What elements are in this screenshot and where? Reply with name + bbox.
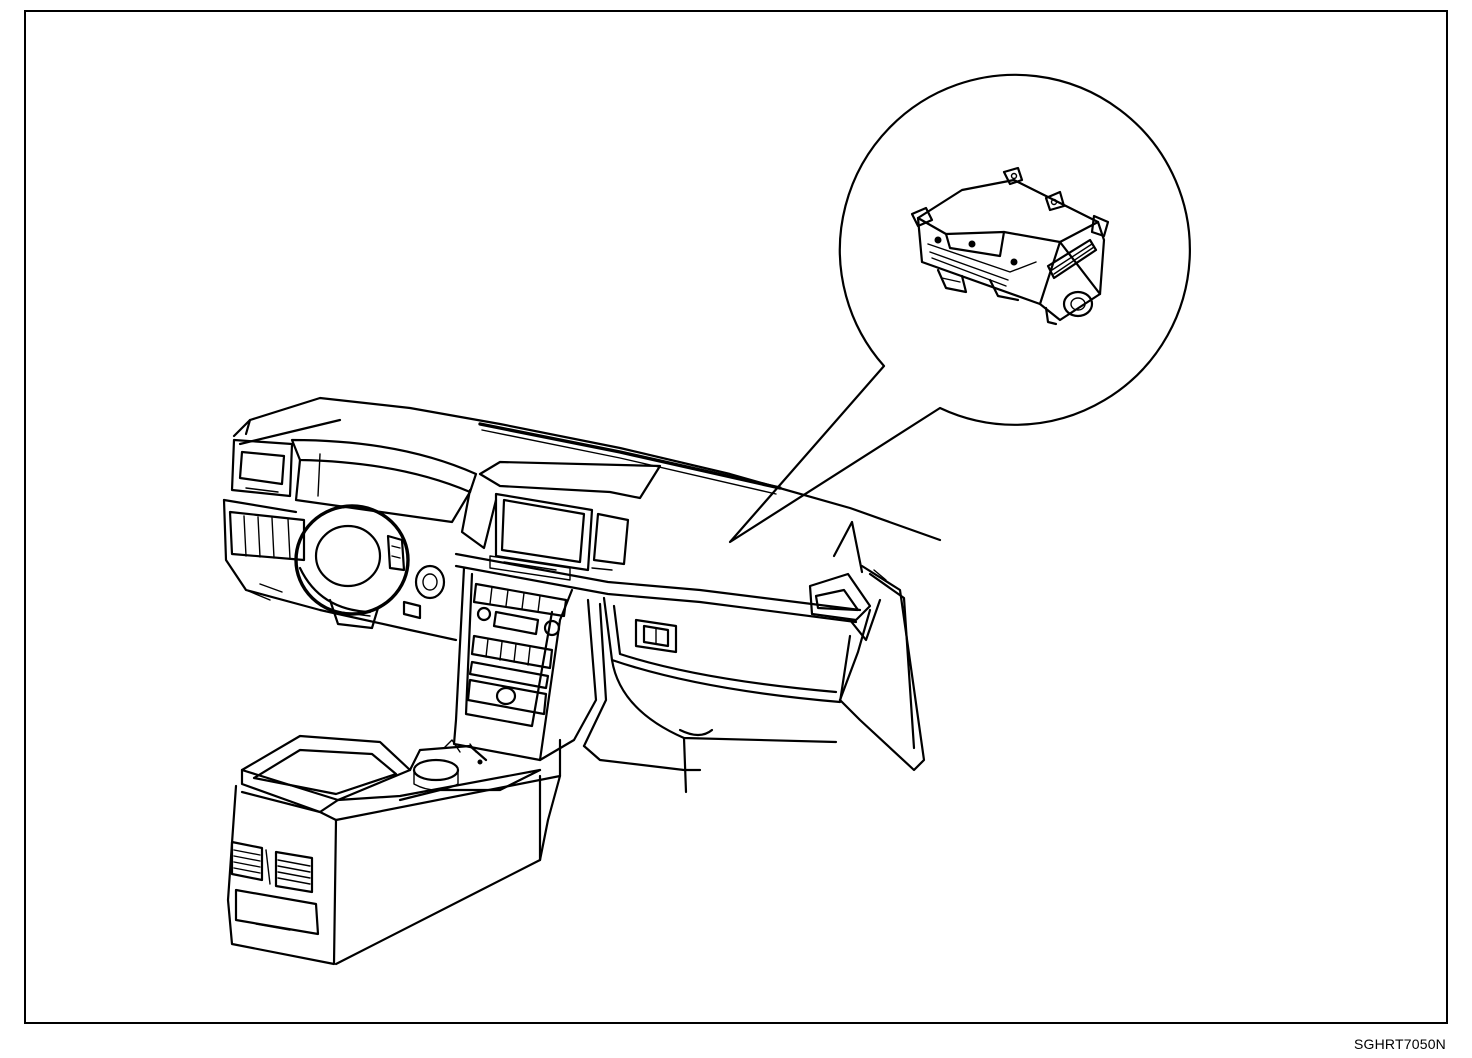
center-stack xyxy=(452,566,574,762)
airbag-module-detail xyxy=(910,166,1110,326)
illustration-frame xyxy=(24,10,1448,1024)
figure-code: SGHRT7050N xyxy=(1353,1036,1446,1052)
steering-wheel xyxy=(294,504,410,630)
glovebox xyxy=(602,596,852,744)
dashboard-assembly xyxy=(222,396,942,794)
callout-bubble xyxy=(728,73,1191,544)
center-console xyxy=(226,734,562,966)
